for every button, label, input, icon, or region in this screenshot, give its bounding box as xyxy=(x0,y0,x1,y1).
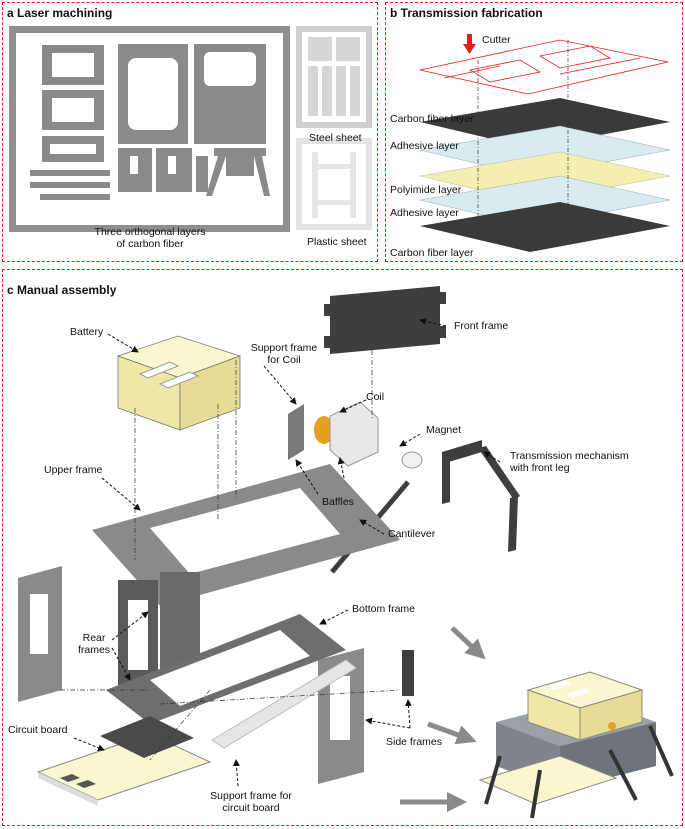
circuit-board xyxy=(36,716,212,806)
caption-line-1: Three orthogonal layers xyxy=(94,226,206,238)
coil-label: Coil xyxy=(366,391,385,403)
panel-manual-assembly: c Manual assembly xyxy=(2,269,683,826)
layer-label-2: Adhesive layer xyxy=(390,140,459,152)
side-frames-label: Side frames xyxy=(386,736,443,748)
panel-b-title: b Transmission fabrication xyxy=(390,6,543,20)
battery xyxy=(116,335,242,431)
transmission-mechanism xyxy=(442,440,520,552)
support-cb-line-1: Support frame for xyxy=(210,790,292,802)
bottom-frame-label: Bottom frame xyxy=(352,603,416,615)
assembly-guides xyxy=(60,350,401,761)
side-frame-small xyxy=(402,650,414,696)
carbon-layer-top xyxy=(420,98,670,148)
support-coil-line-2: for Coil xyxy=(267,354,301,366)
baffles-block xyxy=(329,401,379,467)
cutter-label: Cutter xyxy=(482,34,511,46)
panel-a-title: a Laser machining xyxy=(7,6,113,20)
layer-label-4: Adhesive layer xyxy=(390,207,459,219)
magnet-label: Magnet xyxy=(426,424,462,436)
panel-transmission-fabrication: b Transmission fabrication xyxy=(385,2,683,262)
panel-laser-machining: a Laser machining xyxy=(2,2,378,262)
assembly-arrows xyxy=(400,626,486,812)
layer-label-3: Polyimide layer xyxy=(390,184,462,196)
baffles-label: Baffles xyxy=(322,496,354,508)
layer-label-1: Carbon fiber layer xyxy=(390,113,474,125)
carbon-layer-bottom xyxy=(420,202,670,252)
assembled-robot xyxy=(478,671,674,819)
support-frame-circuit-board xyxy=(211,659,357,749)
panel-c-title: c Manual assembly xyxy=(7,283,117,297)
cantilever-label: Cantilever xyxy=(388,528,436,540)
caption-line-2: of carbon fiber xyxy=(116,238,184,250)
support-cb-line-2: circuit board xyxy=(222,802,280,814)
coil-support-frame xyxy=(288,404,304,460)
front-frame xyxy=(324,286,446,354)
cutter-icon xyxy=(467,34,472,44)
support-coil-line-1: Support frame xyxy=(250,342,318,354)
caption-carbon-fiber: Three orthogonal layers of carbon fiber xyxy=(90,226,210,250)
cut-pattern xyxy=(419,39,669,95)
transmission-line-1: Transmission mechanism xyxy=(510,450,629,462)
battery-label: Battery xyxy=(70,326,104,338)
rear-line-2: frames xyxy=(77,644,111,656)
circuit-board-label: Circuit board xyxy=(8,724,68,736)
plastic-sheet-label: Plastic sheet xyxy=(307,236,367,248)
support-frame-cb-label: Support frame for circuit board xyxy=(196,790,306,814)
transmission-line-2: with front leg xyxy=(510,462,570,474)
rear-frames-label: Rear frames xyxy=(74,632,114,656)
coil xyxy=(314,416,334,444)
upper-frame-label: Upper frame xyxy=(44,464,103,476)
transmission-label: Transmission mechanism with front leg xyxy=(510,450,629,474)
steel-sheet-label: Steel sheet xyxy=(309,132,362,144)
magnet xyxy=(401,451,423,469)
front-frame-label: Front frame xyxy=(454,320,509,332)
support-frame-coil-label: Support frame for Coil xyxy=(250,342,318,366)
layer-label-5: Carbon fiber layer xyxy=(390,247,474,259)
carbon-fiber-parts xyxy=(30,44,270,200)
rear-line-1: Rear xyxy=(82,632,106,644)
